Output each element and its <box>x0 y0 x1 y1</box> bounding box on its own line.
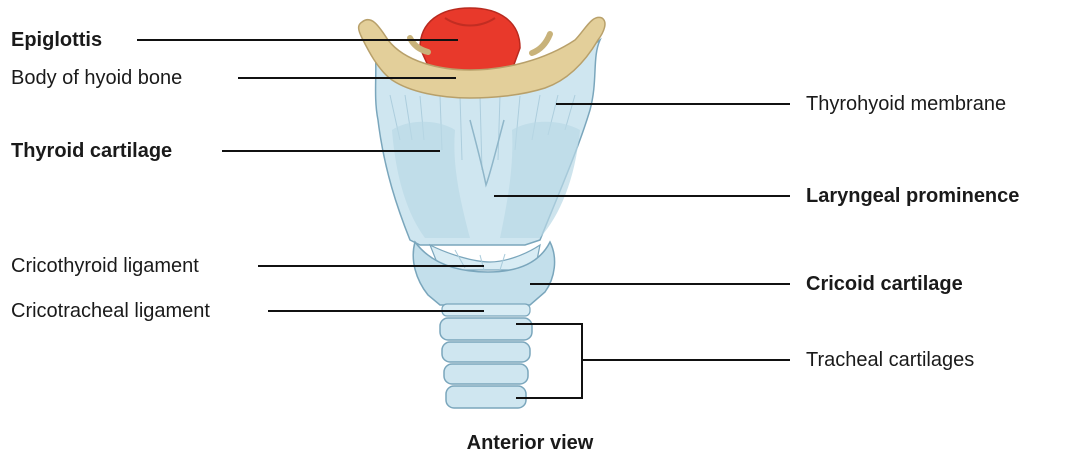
label-thyroid-cartilage: Thyroid cartilage <box>11 139 172 163</box>
label-cricoid-cartilage: Cricoid cartilage <box>806 272 963 296</box>
label-cricothyroid-ligament: Cricothyroid ligament <box>11 254 199 278</box>
label-thyrohyoid-membrane: Thyrohyoid membrane <box>806 92 1006 116</box>
caption-anterior-view: Anterior view <box>0 432 1070 455</box>
label-tracheal-cartilages: Tracheal cartilages <box>806 348 974 372</box>
label-cricotracheal-ligament: Cricotracheal ligament <box>11 299 210 323</box>
label-body-of-hyoid-bone: Body of hyoid bone <box>11 66 182 90</box>
label-epiglottis: Epiglottis <box>11 28 102 52</box>
tracheal-cartilages-shape <box>440 318 532 408</box>
label-laryngeal-prominence: Laryngeal prominence <box>806 184 1019 208</box>
